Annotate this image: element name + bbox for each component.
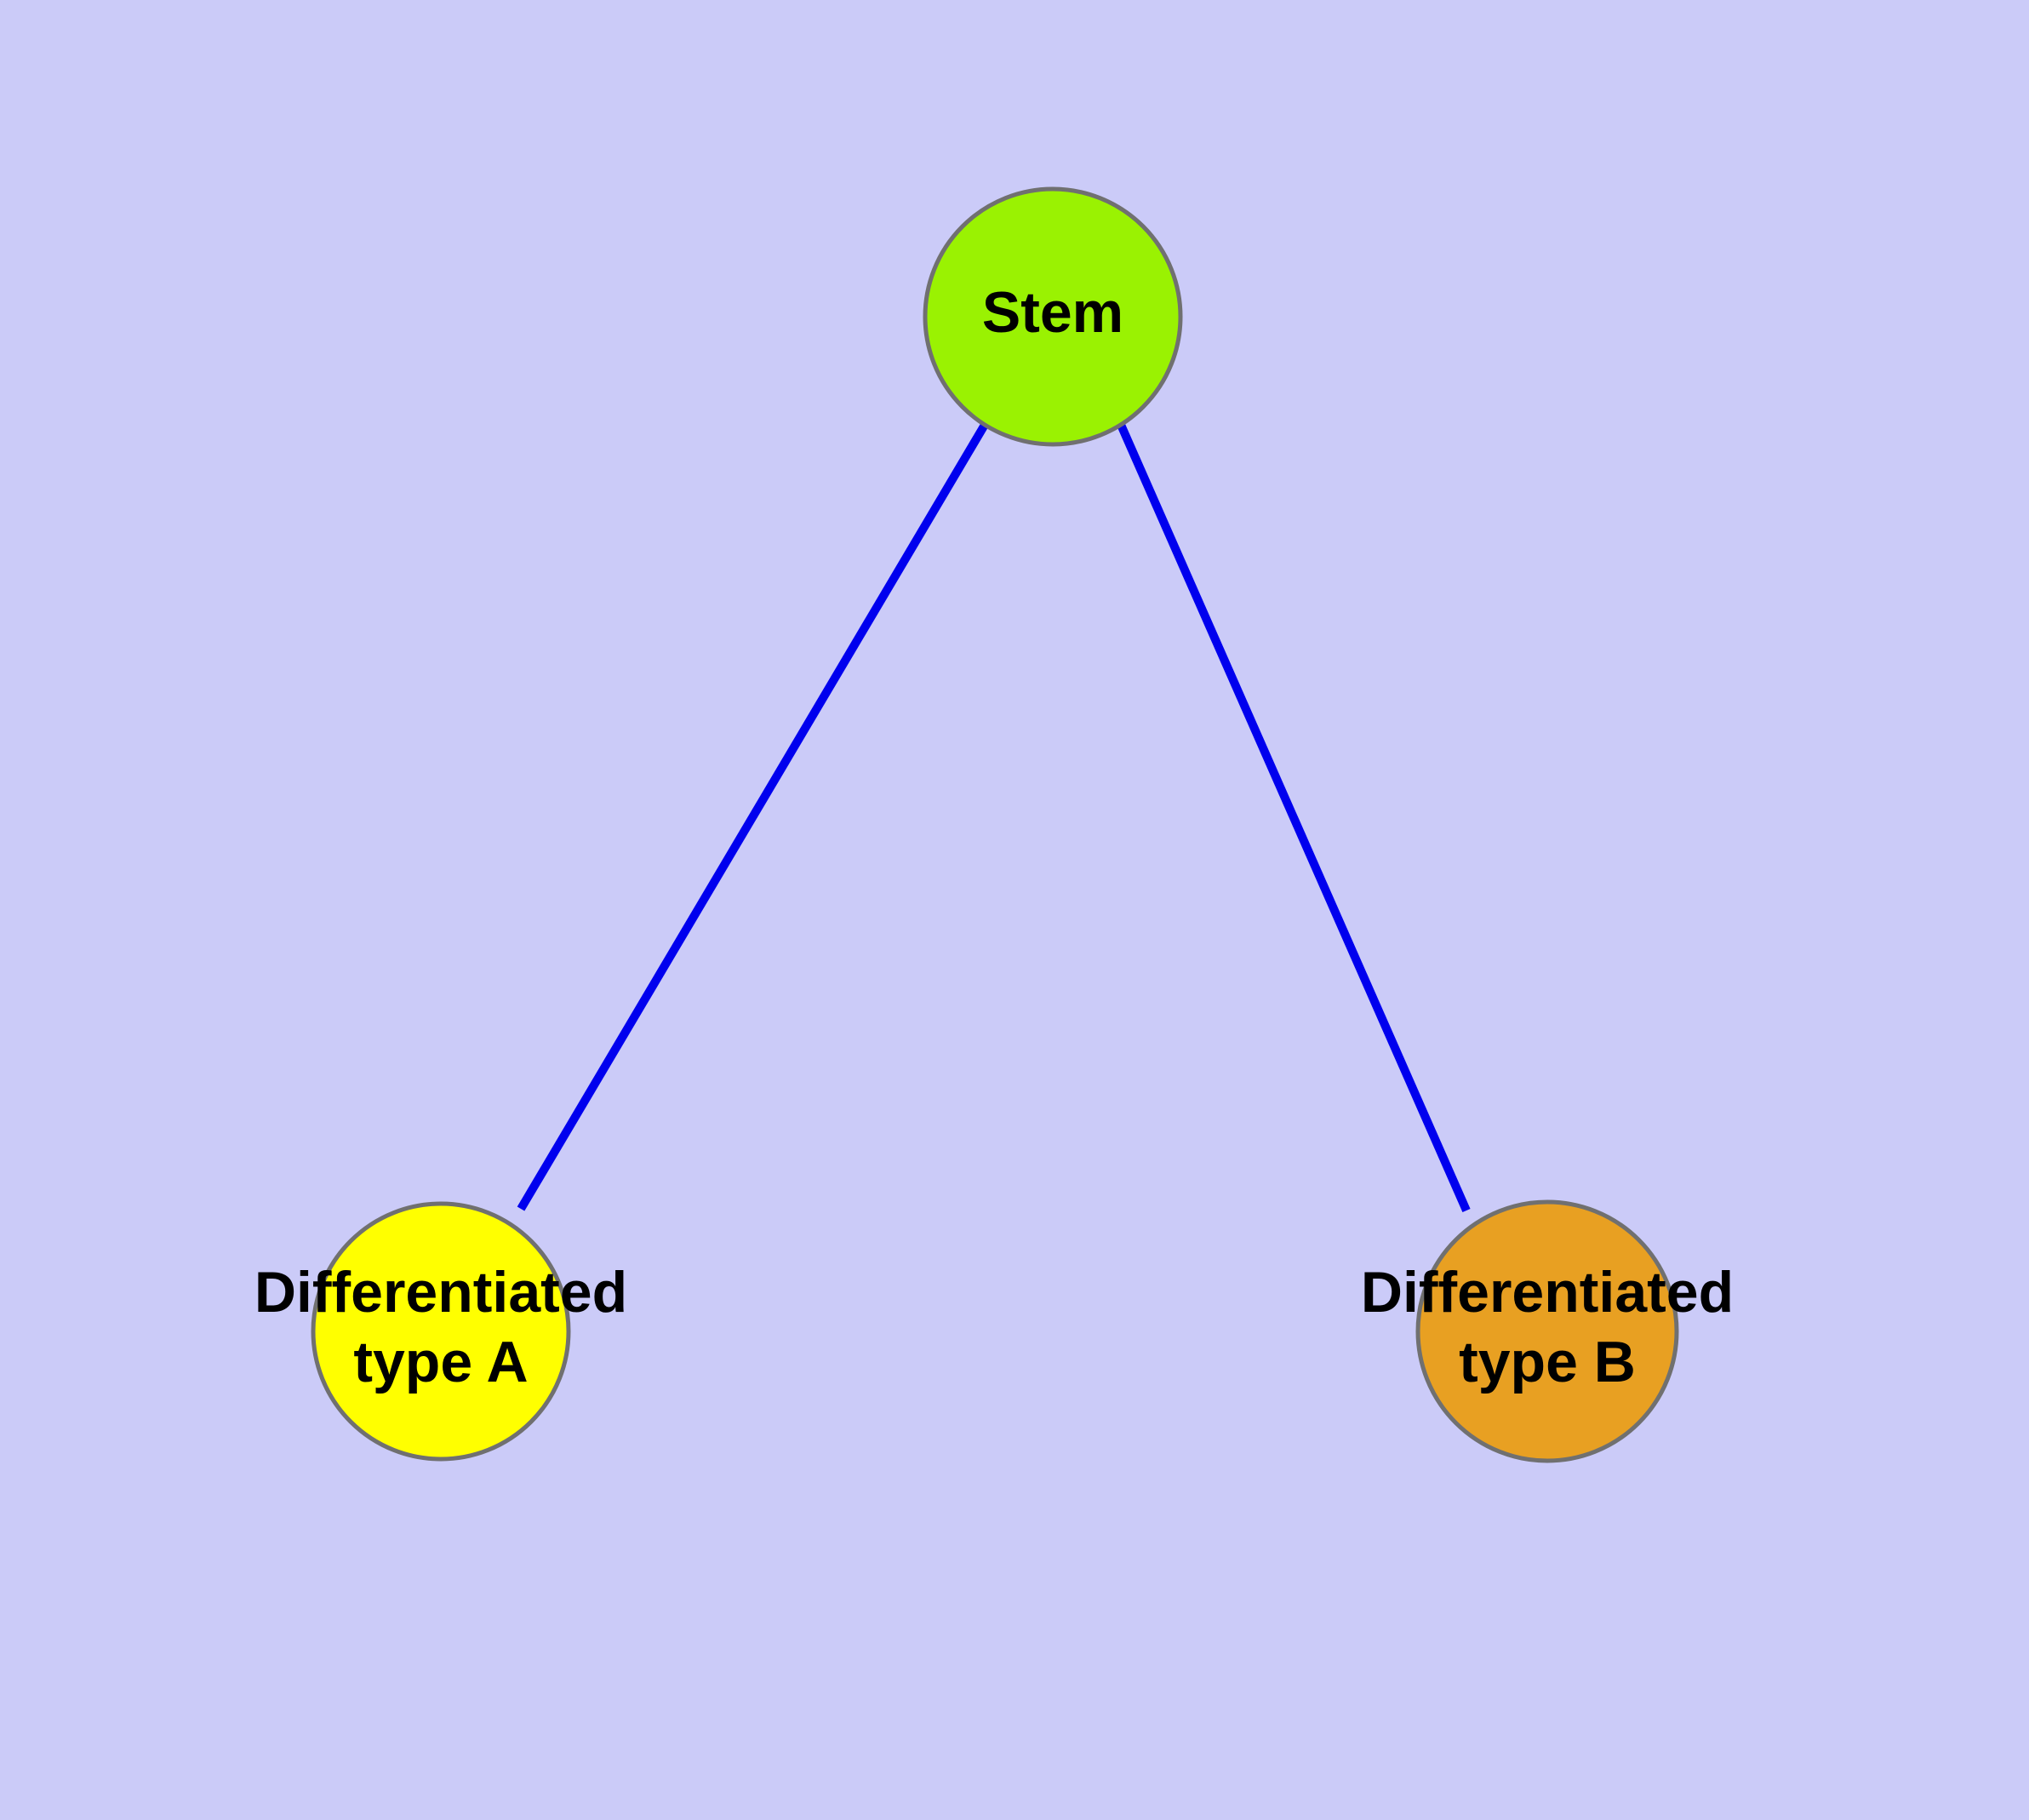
- nodes-layer: [311, 186, 1679, 1463]
- edge-stem-diff-b[interactable]: [1117, 422, 1471, 1213]
- node-label-line: Stem: [982, 280, 1123, 345]
- node-label-line: Differentiated: [1361, 1260, 1734, 1325]
- edge-stem-diff-a[interactable]: [517, 422, 989, 1211]
- node-label-line: type A: [353, 1330, 528, 1394]
- node-label-line: Differentiated: [254, 1260, 627, 1325]
- node-label-stem: Stem: [982, 280, 1123, 345]
- node-label-line: type B: [1459, 1330, 1636, 1394]
- node-circle-stem[interactable]: [923, 186, 1183, 447]
- node-circle-diff_a[interactable]: [311, 1201, 571, 1462]
- edges-layer: [517, 422, 1471, 1213]
- node-circle-diff_b[interactable]: [1415, 1199, 1679, 1463]
